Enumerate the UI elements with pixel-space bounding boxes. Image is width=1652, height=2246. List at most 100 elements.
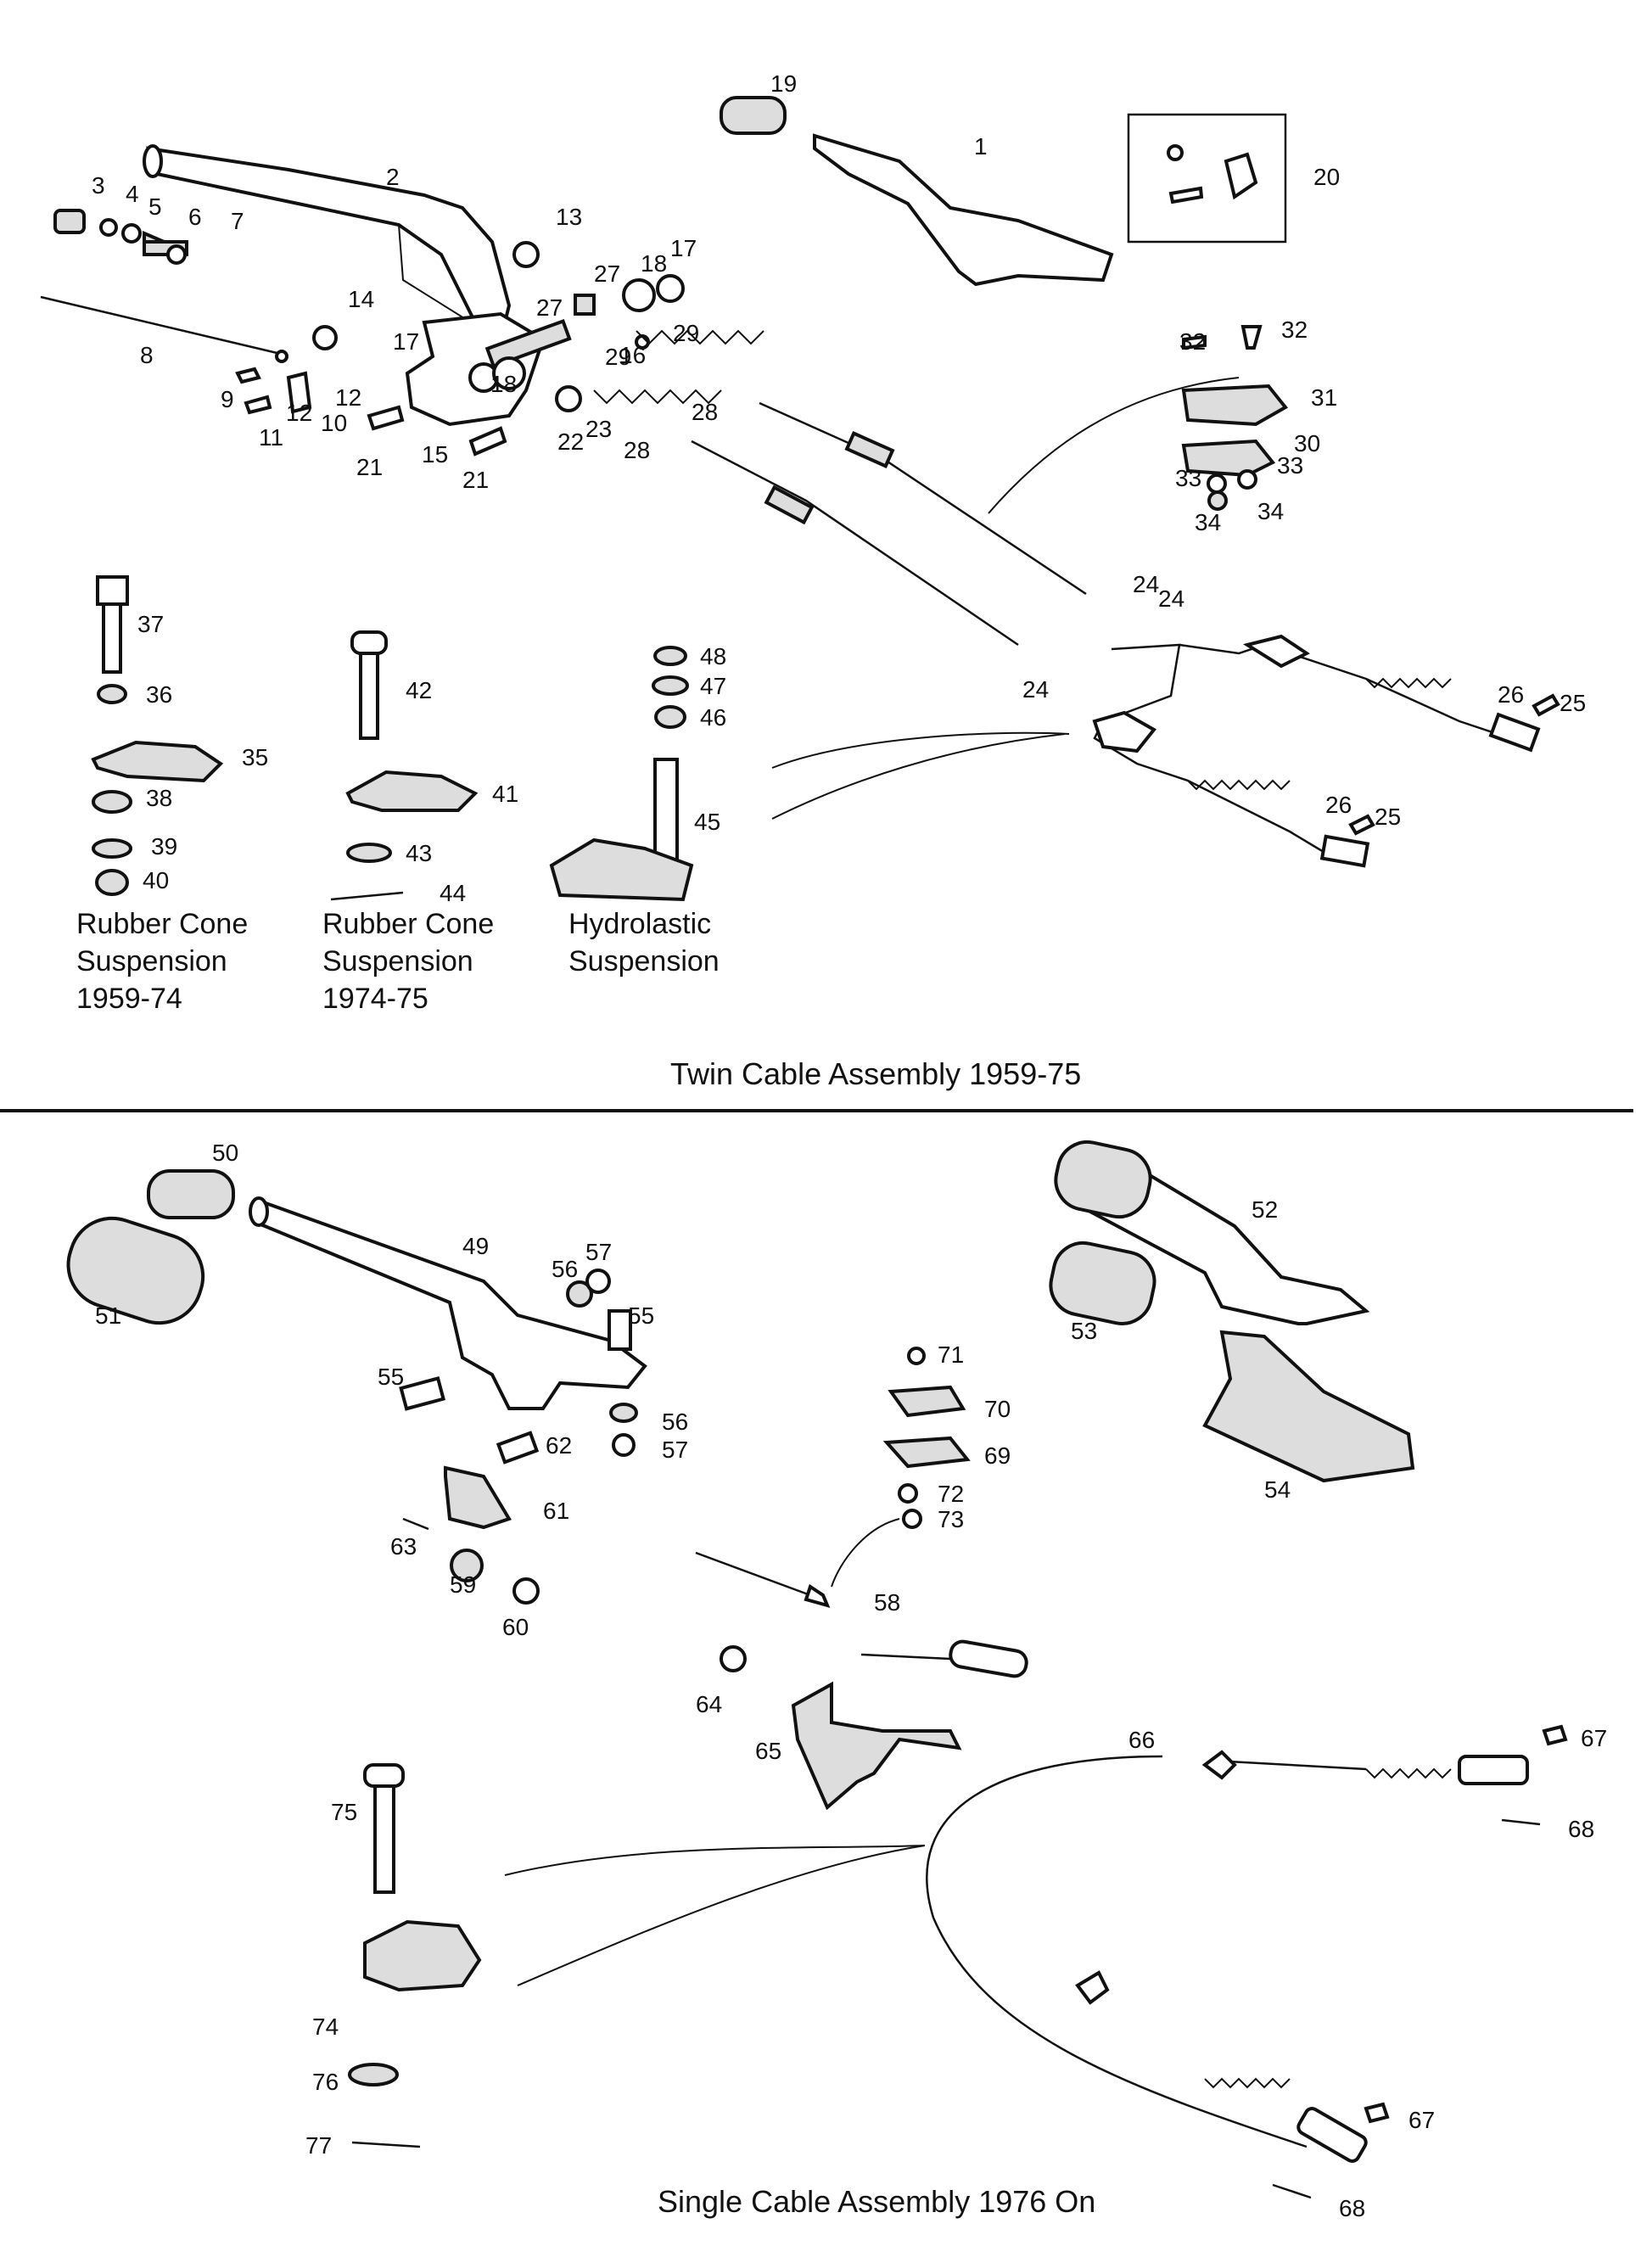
part-label: 70 (984, 1396, 1011, 1422)
part-label: 41 (492, 781, 518, 807)
part-label: 30 (1294, 430, 1320, 456)
part-label: 33 (1277, 452, 1303, 479)
part-label: 18 (641, 250, 667, 277)
suspension-parts-1959 (91, 575, 224, 896)
handbrake-lever-49 (66, 1169, 647, 1410)
part-label: 28 (624, 437, 650, 463)
part-label: 73 (938, 1506, 964, 1532)
single-cable-66 (926, 1724, 1568, 2199)
part-label: 60 (502, 1614, 529, 1640)
part-label: 55 (628, 1302, 654, 1329)
part-label: 66 (1128, 1727, 1155, 1753)
title-twin-cable: Twin Cable Assembly 1959-75 (670, 1056, 1081, 1091)
part-label: 38 (146, 785, 172, 811)
springs-28 (593, 329, 764, 405)
caption-rubber-cone-1974-75: Rubber Cone Suspension 1974-75 (322, 908, 494, 1015)
part-label: 56 (552, 1256, 578, 1282)
part-label: 48 (700, 643, 726, 669)
part-label: 6 (188, 204, 202, 230)
caption-line: Rubber Cone (76, 908, 248, 940)
arrows-bottom (504, 1518, 926, 1986)
part-label: 25 (1560, 690, 1586, 716)
twin-cables-24 (691, 401, 1087, 647)
small-parts-top (40, 209, 685, 456)
caption-line: Suspension (76, 945, 227, 977)
part-label: 27 (594, 260, 620, 287)
caption-line: 1959-74 (76, 983, 182, 1015)
suspension-parts-hydrolastic (549, 646, 694, 902)
part-label: 23 (585, 416, 612, 442)
part-label: 15 (422, 441, 448, 468)
handbrake-lever-1 (720, 96, 1114, 287)
part-label: 33 (1175, 465, 1201, 491)
part-label: 17 (670, 235, 697, 261)
part-label: 14 (348, 286, 374, 312)
part-label: 55 (378, 1364, 404, 1390)
part-label: 19 (770, 70, 797, 97)
part-label: 68 (1568, 1816, 1594, 1842)
part-label: 51 (95, 1302, 121, 1329)
part-label: 77 (305, 2132, 332, 2159)
part-label: 24 (1022, 676, 1049, 703)
part-label: 7 (231, 208, 244, 234)
part-label: 74 (312, 2014, 339, 2040)
part-label: 10 (321, 410, 347, 436)
part-label: 29 (605, 344, 631, 370)
part-label: 62 (546, 1432, 572, 1459)
part-label: 45 (694, 809, 720, 835)
caption-line: 1974-75 (322, 983, 428, 1015)
part-label: 21 (462, 467, 489, 493)
part-label: 37 (137, 611, 164, 637)
part-label: 34 (1257, 498, 1284, 524)
part-label: 31 (1311, 384, 1337, 411)
part-label: 59 (450, 1571, 476, 1598)
part-label: 40 (143, 867, 169, 893)
part-label: 27 (536, 294, 563, 321)
part-label: 17 (393, 328, 419, 355)
part-label: 64 (696, 1691, 722, 1717)
part-label: 1 (974, 133, 988, 160)
part-label: 12 (286, 400, 312, 426)
part-label: 72 (938, 1481, 964, 1507)
part-label: 36 (146, 681, 172, 708)
part-label: 52 (1252, 1196, 1278, 1223)
part-label: 65 (755, 1738, 781, 1764)
part-label: 26 (1498, 681, 1524, 708)
suspension-parts-1974 (330, 630, 479, 901)
part-label: 22 (557, 428, 584, 455)
caption-rubber-cone-1959-74: Rubber Cone Suspension 1959-74 (76, 908, 248, 1015)
part-label: 43 (406, 840, 432, 866)
caption-line: Rubber Cone (322, 908, 494, 940)
caption-line: Suspension (568, 945, 720, 977)
part-label: 20 (1313, 164, 1340, 190)
part-label: 71 (938, 1341, 964, 1368)
caption-line: Hydrolastic (568, 908, 711, 940)
part-label: 21 (356, 454, 383, 480)
part-label: 13 (556, 204, 582, 230)
part-label: 32 (1179, 328, 1206, 355)
part-label: 29 (673, 320, 699, 346)
caption-line: Suspension (322, 945, 473, 977)
part-label: 68 (1339, 2195, 1365, 2221)
part-label: 44 (440, 880, 466, 906)
part-label: 42 (406, 677, 432, 703)
part-label: 16 (619, 342, 646, 368)
part-label: 50 (212, 1140, 238, 1166)
part-label: 47 (700, 673, 726, 699)
part-label: 63 (390, 1533, 417, 1560)
suspension-parts-bottom (348, 1763, 482, 2148)
part-label: 2 (386, 164, 400, 190)
part-label: 12 (335, 384, 361, 411)
compensator-assembly (1092, 634, 1560, 868)
part-label: 32 (1281, 316, 1308, 343)
part-label: 28 (692, 399, 718, 425)
bottom-small-parts (399, 1269, 1028, 1811)
part-label: 58 (874, 1589, 900, 1616)
part-label: 49 (462, 1233, 489, 1259)
part-label: 46 (700, 704, 726, 731)
part-label: 24 (1158, 585, 1184, 612)
bracket-30-31 (1181, 325, 1289, 511)
